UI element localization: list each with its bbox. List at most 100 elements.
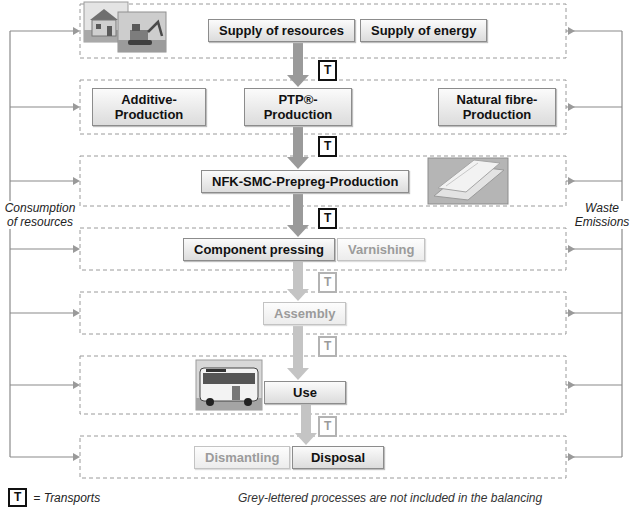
house-window: [96, 24, 101, 29]
house-roof: [90, 9, 118, 20]
bus-display: [206, 369, 226, 372]
arrowhead: [568, 177, 575, 185]
box-text: Supply of energy: [371, 23, 476, 38]
box-text: Varnishing: [348, 242, 414, 257]
legend-text: = Transports: [33, 491, 100, 505]
excavator-photo: [118, 12, 166, 52]
input-bracket: [10, 31, 76, 457]
stage-band: [80, 4, 566, 58]
transport-arrow: [293, 126, 303, 157]
output-arrowheads: [568, 27, 575, 461]
bracket-tick: [10, 180, 76, 181]
process-box: Assembly: [263, 302, 346, 325]
box-text: T: [324, 339, 331, 354]
process-box: Additive-Production: [92, 88, 206, 126]
bus-wheel: [244, 398, 252, 406]
arrowhead: [73, 177, 80, 185]
transport-box: T: [318, 336, 337, 357]
arrowhead: [73, 381, 80, 389]
transport-box: T: [318, 208, 337, 229]
prepreg-photo: [428, 158, 508, 204]
transport-arrow: [293, 261, 303, 289]
excavator-arm: [148, 22, 162, 36]
arrowhead: [568, 245, 575, 253]
legend-item: T = Transports: [8, 488, 100, 507]
bracket-line: [621, 31, 622, 457]
transport-box: T: [318, 272, 337, 293]
arrowhead: [568, 309, 575, 317]
bus-door: [232, 386, 240, 400]
house-wall: [92, 20, 116, 36]
excavator-track: [128, 40, 152, 45]
process-box: Disposal: [292, 446, 384, 469]
arrowhead: [73, 103, 80, 111]
box-text: Supply of resources: [219, 23, 344, 38]
box-text: T: [324, 211, 331, 226]
stage-band: [80, 292, 566, 334]
bus-windows: [203, 373, 255, 384]
excavator-body: [130, 30, 148, 40]
stage-band: [80, 80, 566, 134]
side-label: Consumption of resources: [2, 201, 78, 229]
process-box: Supply of resources: [208, 19, 355, 42]
box-text: T: [324, 419, 331, 434]
box-text: Disposal: [303, 450, 373, 465]
photo-frame: [428, 158, 508, 204]
side-label: Waste Emissions: [570, 201, 634, 229]
transport-arrow: [293, 325, 303, 368]
box-text: Additive-Production: [103, 92, 195, 122]
process-box: Component pressing: [183, 238, 335, 261]
transport-symbol: T: [8, 488, 27, 507]
process-box: PTP®-Production: [244, 88, 352, 126]
bracket-tick: [10, 106, 76, 107]
arrowhead: [73, 27, 80, 35]
arrowhead: [73, 453, 80, 461]
output-bracket: [566, 31, 622, 457]
process-box: Supply of energy: [360, 19, 487, 42]
transport-box: T: [318, 416, 337, 437]
house-door: [107, 26, 112, 36]
stage-bands: [80, 4, 566, 478]
stage-band: [80, 436, 566, 478]
process-box: Varnishing: [337, 238, 425, 261]
process-box: Natural fibre-Production: [438, 88, 556, 126]
prepreg-sheet: [438, 160, 500, 192]
box-text: PTP®-Production: [255, 92, 341, 122]
box-text: T: [324, 275, 331, 290]
arrowhead: [568, 453, 575, 461]
transport-arrow: [293, 42, 303, 75]
stage-band: [80, 356, 566, 414]
bus-wheel: [206, 398, 214, 406]
footnote: Grey-lettered processes are not included…: [238, 491, 542, 505]
bracket-tick: [10, 30, 76, 31]
arrowhead: [73, 309, 80, 317]
process-box: NFK-SMC-Prepreg-Production: [201, 170, 409, 193]
arrowhead: [568, 103, 575, 111]
transport-box: T: [318, 60, 337, 81]
arrowhead: [568, 381, 575, 389]
box-text: NFK-SMC-Prepreg-Production: [212, 174, 398, 189]
process-box: Dismantling: [194, 446, 290, 469]
transport-arrow: [293, 193, 303, 225]
transport-arrow: [301, 404, 311, 433]
box-text: Use: [275, 385, 335, 400]
bracket-line: [9, 31, 10, 457]
bus-photo: [196, 360, 262, 410]
box-text: Dismantling: [205, 450, 279, 465]
arrowhead: [568, 27, 575, 35]
sheet-fold: [446, 163, 478, 186]
bus-body: [200, 368, 258, 401]
stage-band: [80, 228, 566, 270]
bracket-tick: [10, 248, 76, 249]
photo-frame: [196, 360, 262, 410]
box-text: T: [324, 139, 331, 154]
bracket-tick: [10, 384, 76, 385]
process-box: Use: [264, 381, 346, 404]
transport-box: T: [318, 136, 337, 157]
bracket-tick: [10, 456, 76, 457]
photo-frame: [118, 12, 166, 52]
stage-band: [80, 156, 566, 206]
box-text: Assembly: [274, 306, 335, 321]
bracket-tick: [10, 312, 76, 313]
